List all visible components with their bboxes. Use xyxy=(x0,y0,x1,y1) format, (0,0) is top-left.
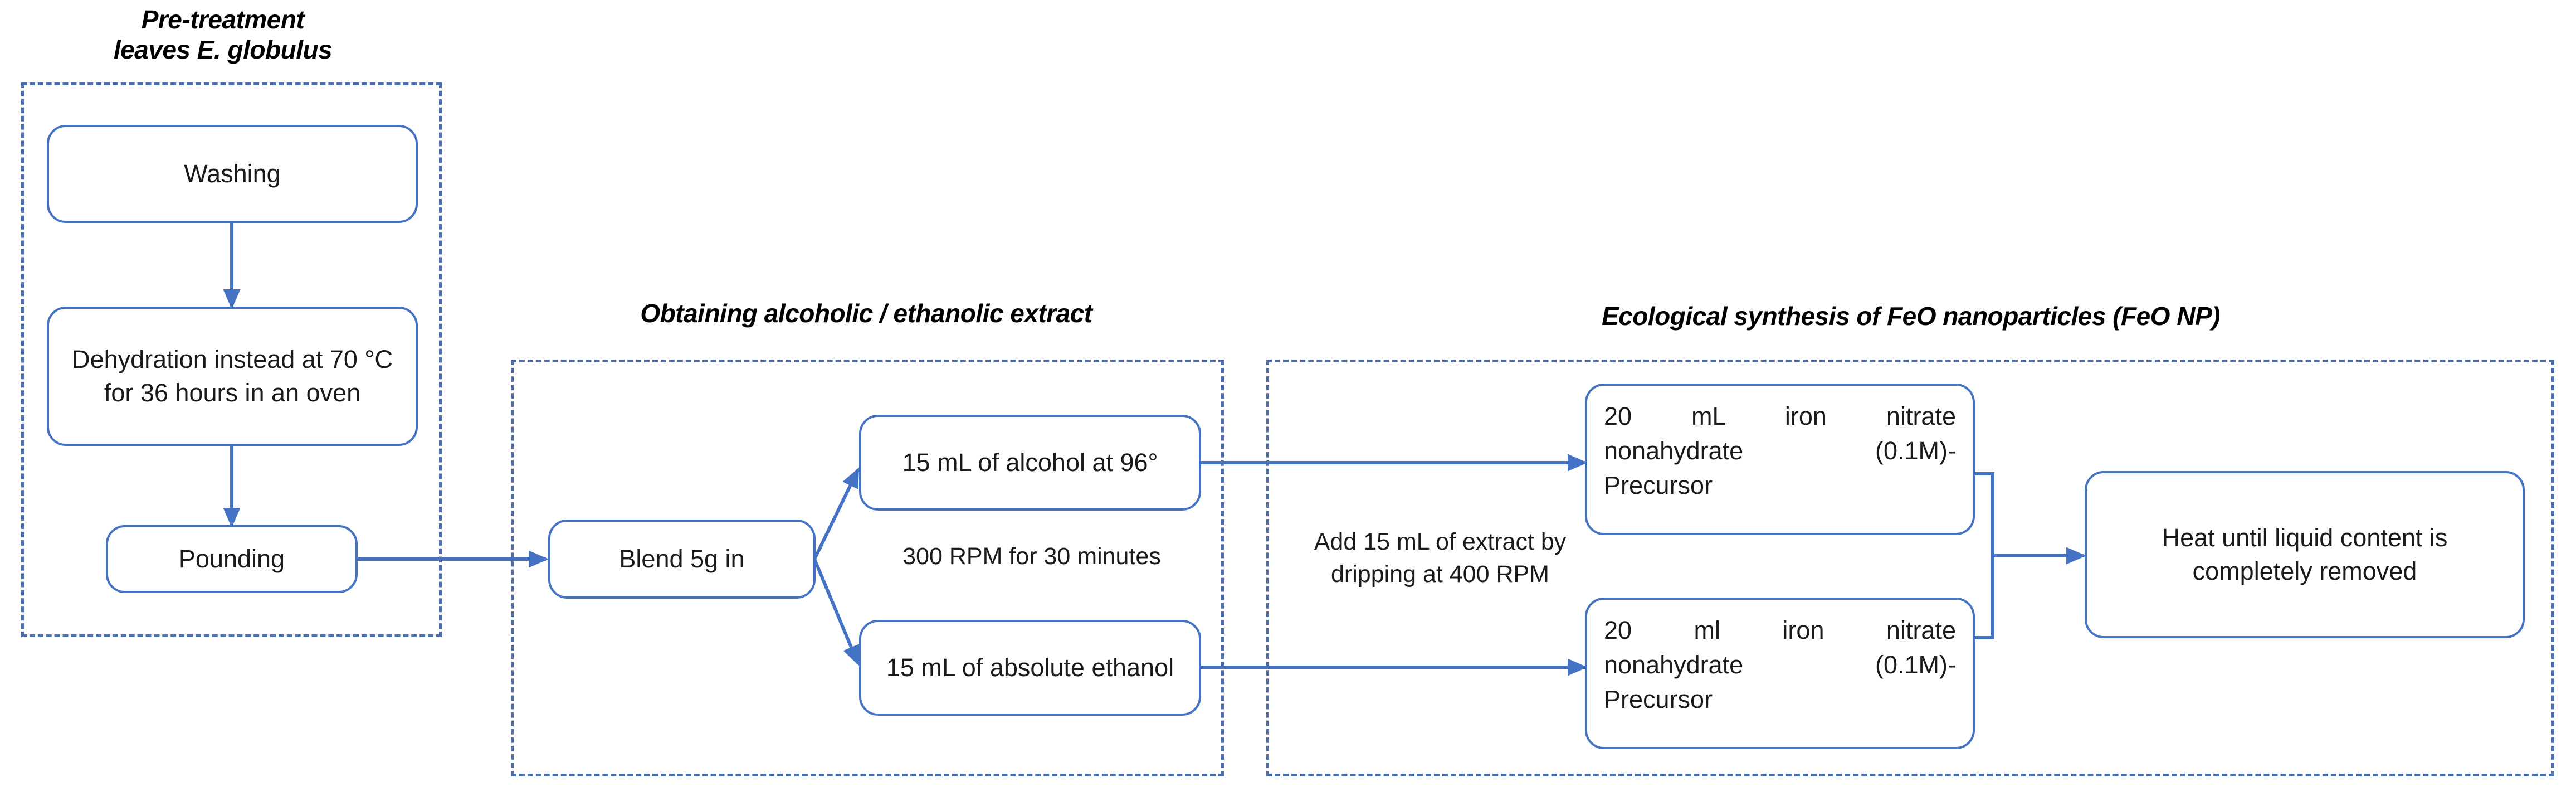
node-precursor-bottom[interactable]: 20 ml iron nitrate nonahydrate (0.1M)- P… xyxy=(1585,598,1975,749)
node-dehydration-label: Dehydration instead at 70 °C for 36 hour… xyxy=(72,345,393,407)
node-heat-label: Heat until liquid content is completely … xyxy=(2162,523,2448,585)
node-blend-label: Blend 5g in xyxy=(619,545,745,574)
node-heat[interactable]: Heat until liquid content is completely … xyxy=(2085,471,2525,638)
node-precursor-bottom-line3: Precursor xyxy=(1604,685,1713,714)
group-caption-extract: Obtaining alcoholic / ethanolic extract xyxy=(640,299,1092,328)
node-pounding-label: Pounding xyxy=(178,545,285,574)
group-caption-pre-treatment: Pre-treatment leaves E. globulus xyxy=(113,5,333,65)
node-precursor-top-line3: Precursor xyxy=(1604,471,1713,500)
node-absolute-ethanol[interactable]: 15 mL of absolute ethanol xyxy=(859,620,1201,716)
node-pounding[interactable]: Pounding xyxy=(106,525,358,593)
annotation-rpm-300: 300 RPM for 30 minutes xyxy=(902,543,1161,570)
node-precursor-top[interactable]: 20 mL iron nitrate nonahydrate (0.1M)- P… xyxy=(1585,384,1975,535)
node-precursor-top-line1: 20 mL iron nitrate xyxy=(1604,402,1956,430)
group-box-synthesis xyxy=(1266,360,2554,776)
node-absolute-ethanol-label: 15 mL of absolute ethanol xyxy=(886,653,1174,682)
node-precursor-bottom-line2: nonahydrate (0.1M)- xyxy=(1604,651,1956,679)
node-dehydration[interactable]: Dehydration instead at 70 °C for 36 hour… xyxy=(47,307,418,446)
node-alcohol-96[interactable]: 15 mL of alcohol at 96° xyxy=(859,415,1201,511)
group-caption-synthesis: Ecological synthesis of FeO nanoparticle… xyxy=(1602,302,2220,331)
node-washing[interactable]: Washing xyxy=(47,125,418,223)
node-blend[interactable]: Blend 5g in xyxy=(548,520,816,599)
group-box-pre-treatment xyxy=(21,82,442,637)
group-box-extract xyxy=(511,360,1224,776)
node-washing-label: Washing xyxy=(184,159,281,188)
annotation-add-extract: Add 15 mL of extract by dripping at 400 … xyxy=(1314,528,1567,588)
node-precursor-top-line2: nonahydrate (0.1M)- xyxy=(1604,436,1956,465)
node-precursor-bottom-line1: 20 ml iron nitrate xyxy=(1604,616,1956,644)
node-alcohol-96-label: 15 mL of alcohol at 96° xyxy=(902,448,1158,477)
